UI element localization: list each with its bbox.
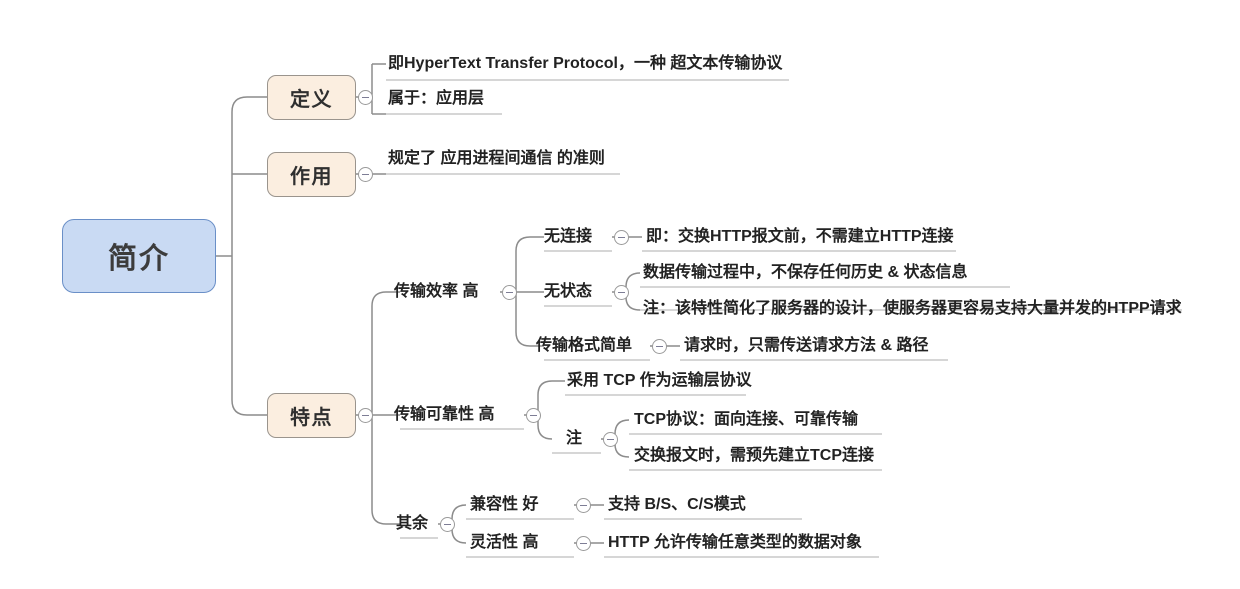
leaf-dingyi-layer-label: 属于：应用层 <box>388 90 485 107</box>
node-connectionless-label: 无连接 <box>544 228 593 245</box>
leaf-compatibility-detail[interactable]: 支持 B/S、C/S模式 <box>608 492 746 518</box>
node-stateless-label: 无状态 <box>544 283 593 300</box>
collapse-minus-icon-efficiency[interactable] <box>502 285 517 300</box>
leaf-simple-format-detail[interactable]: 请求时，只需传送请求方法 & 路径 <box>684 333 928 359</box>
collapse-minus-icon-stateless[interactable] <box>614 285 629 300</box>
wire-qiyu-up <box>451 504 467 520</box>
leaf-zuoyong-rule[interactable]: 规定了 应用进程间通信 的准则 <box>388 146 605 172</box>
wire-zhu-up <box>614 419 630 435</box>
node-simple-format-label: 传输格式简单 <box>536 337 633 354</box>
leaf-stateless-note[interactable]: 注：该特性简化了服务器的设计，使服务器更容易支持大量并发的HTPP请求 <box>643 296 1182 322</box>
wire-to-wulianjie <box>515 236 544 252</box>
leaf-simple-format-detail-label: 请求时，只需传送请求方法 & 路径 <box>684 337 929 354</box>
leaf-compatibility-detail-label: 支持 B/S、C/S模式 <box>608 496 746 513</box>
leaf-tcp-note-1-label: TCP协议：面向连接、可靠传输 <box>634 411 859 428</box>
topic-node-tedian-label: 特点 <box>290 407 333 429</box>
root-node-label: 简介 <box>107 243 170 275</box>
leaf-dingyi-definition[interactable]: 即HyperText Transfer Protocol，一种 超文本传输协议 <box>388 51 782 77</box>
leaf-tcp-note-2[interactable]: 交换报文时，需预先建立TCP连接 <box>634 443 874 469</box>
leaf-tcp-transport-label: 采用 TCP 作为运输层协议 <box>567 372 752 389</box>
topic-node-dingyi[interactable]: 定义 <box>267 75 356 120</box>
leaf-flexibility-detail-label: HTTP 允许传输任意类型的数据对象 <box>608 534 862 551</box>
leaf-dingyi-layer[interactable]: 属于：应用层 <box>388 86 484 112</box>
leaf-tcp-note-1[interactable]: TCP协议：面向连接、可靠传输 <box>634 407 858 433</box>
node-transfer-efficiency-label: 传输效率 高 <box>394 283 479 300</box>
collapse-minus-icon-others[interactable] <box>440 517 455 532</box>
leaf-stateless-detail-label: 数据传输过程中，不保存任何历史 & 状态信息 <box>643 264 968 281</box>
node-simple-format[interactable]: 传输格式简单 <box>536 333 632 359</box>
node-others-label: 其余 <box>396 515 429 532</box>
node-flexibility[interactable]: 灵活性 高 <box>470 530 538 556</box>
collapse-minus-icon-zuoyong[interactable] <box>358 167 373 182</box>
topic-node-tedian[interactable]: 特点 <box>267 393 356 438</box>
wire-wuzhuangtai-down <box>625 296 641 311</box>
leaf-stateless-detail[interactable]: 数据传输过程中，不保存任何历史 & 状态信息 <box>643 260 967 286</box>
leaf-connectionless-detail[interactable]: 即：交换HTTP报文前，不需建立HTTP连接 <box>646 224 954 250</box>
collapse-minus-icon-connectionless[interactable] <box>614 230 629 245</box>
wire-kekao-up <box>537 380 553 396</box>
node-compatibility-label: 兼容性 好 <box>470 496 539 513</box>
node-stateless[interactable]: 无状态 <box>544 279 592 305</box>
wire-to-tedian <box>231 399 267 416</box>
collapse-minus-icon-tcp-note[interactable] <box>603 432 618 447</box>
collapse-minus-icon-simple-format[interactable] <box>652 339 667 354</box>
leaf-stateless-note-label: 注：该特性简化了服务器的设计，使服务器更容易支持大量并发的HTPP请求 <box>643 300 1182 317</box>
topic-node-dingyi-label: 定义 <box>290 89 333 111</box>
node-compatibility[interactable]: 兼容性 好 <box>470 492 538 518</box>
node-tcp-note[interactable]: 注 <box>566 426 582 452</box>
wire-wuzhuangtai-up <box>625 272 641 288</box>
leaf-zuoyong-rule-label: 规定了 应用进程间通信 的准则 <box>388 150 605 167</box>
collapse-minus-icon-reliability[interactable] <box>526 408 541 423</box>
collapse-minus-icon-dingyi[interactable] <box>358 90 373 105</box>
leaf-tcp-transport[interactable]: 采用 TCP 作为运输层协议 <box>567 368 752 394</box>
node-connectionless[interactable]: 无连接 <box>544 224 592 250</box>
node-others[interactable]: 其余 <box>396 511 428 537</box>
topic-node-zuoyong-label: 作用 <box>290 166 333 188</box>
node-reliability-label: 传输可靠性 高 <box>394 406 495 423</box>
leaf-connectionless-detail-label: 即：交换HTTP报文前，不需建立HTTP连接 <box>646 228 954 245</box>
leaf-tcp-note-2-label: 交换报文时，需预先建立TCP连接 <box>634 447 875 464</box>
collapse-minus-icon-flexibility[interactable] <box>576 536 591 551</box>
wire-qiyu-down <box>451 528 467 544</box>
node-flexibility-label: 灵活性 高 <box>470 534 539 551</box>
root-node[interactable]: 简介 <box>62 219 216 293</box>
wire-kekao-down <box>537 424 553 440</box>
node-transfer-efficiency[interactable]: 传输效率 高 <box>394 279 478 305</box>
wire-to-dingyi <box>231 96 267 113</box>
node-tcp-note-label: 注 <box>566 430 583 447</box>
node-reliability[interactable]: 传输可靠性 高 <box>394 402 494 428</box>
collapse-minus-icon-compatibility[interactable] <box>576 498 591 513</box>
topic-node-zuoyong[interactable]: 作用 <box>267 152 356 197</box>
collapse-minus-icon-tedian[interactable] <box>358 408 373 423</box>
wire-zhu-down <box>614 443 630 458</box>
leaf-flexibility-detail[interactable]: HTTP 允许传输任意类型的数据对象 <box>608 530 862 556</box>
leaf-dingyi-definition-label: 即HyperText Transfer Protocol，一种 超文本传输协议 <box>388 55 783 72</box>
